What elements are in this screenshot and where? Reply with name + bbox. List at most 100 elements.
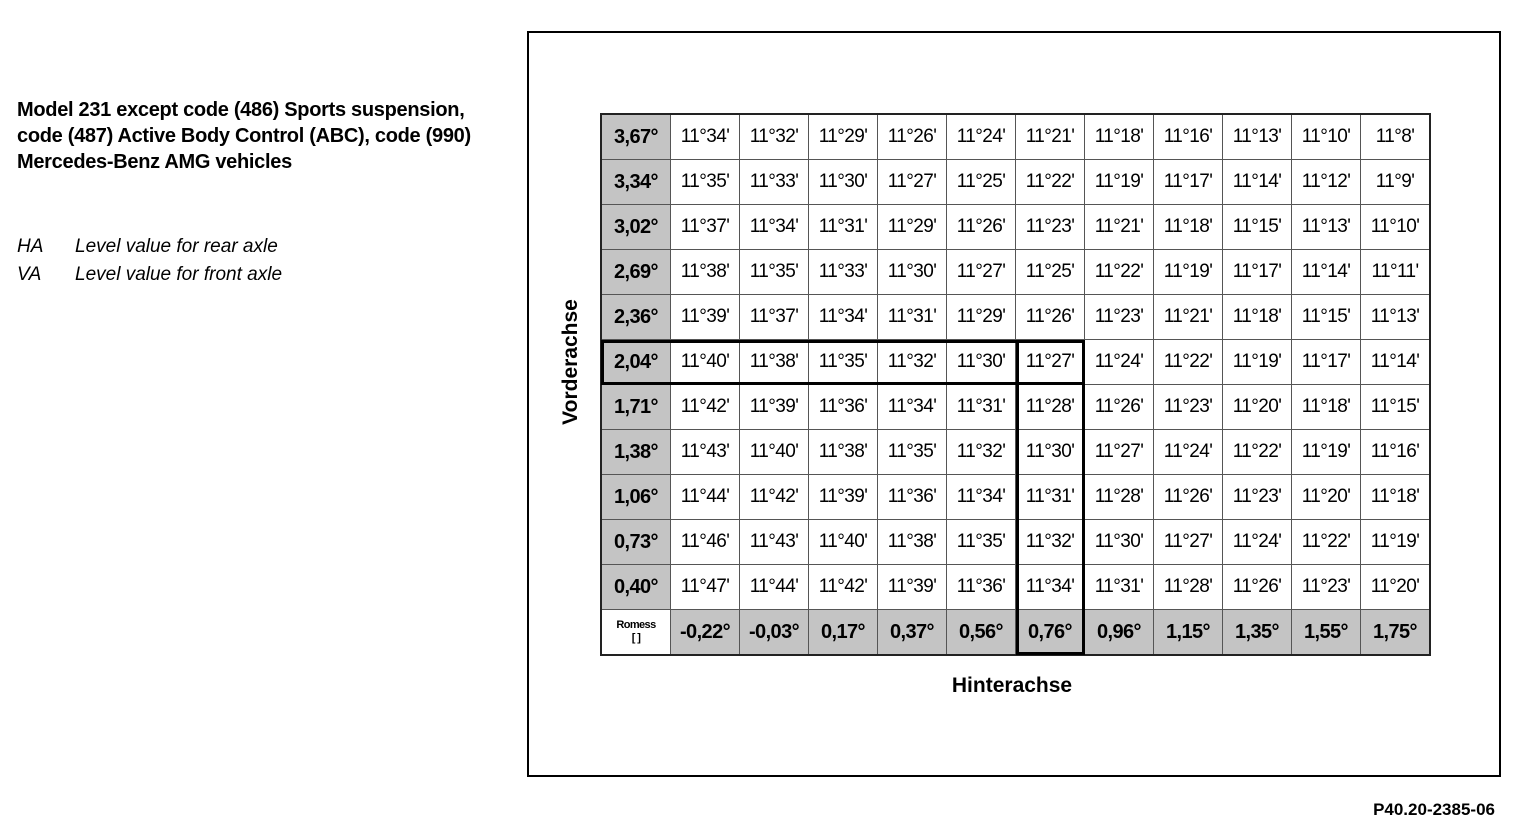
table-cell: 11°43' [739, 519, 809, 565]
table-cell: 11°27' [1015, 339, 1085, 385]
table-cell: 11°23' [1222, 474, 1292, 520]
table-cell: 11°42' [739, 474, 809, 520]
legend-text: Level value for front axle [75, 264, 283, 285]
table-cell: 11°35' [808, 339, 878, 385]
table-cell: 11°30' [808, 159, 878, 205]
table-cell: 11°17' [1222, 249, 1292, 295]
x-axis-label: Hinterachse [951, 674, 1073, 697]
table-row: 0,40°11°47'11°44'11°42'11°39'11°36'11°34… [600, 564, 1431, 610]
table-cell: 11°15' [1360, 384, 1431, 430]
table-cell: 11°14' [1222, 159, 1292, 205]
table-cell: 11°21' [1015, 113, 1085, 160]
table-cell: 11°43' [670, 429, 740, 475]
table-cell: 11°20' [1360, 564, 1431, 610]
table-cell: 11°40' [739, 429, 809, 475]
table-cell: 11°26' [1015, 294, 1085, 340]
corner-label-line: Romess [616, 619, 656, 631]
table-row: 0,73°11°46'11°43'11°40'11°38'11°35'11°32… [600, 519, 1431, 565]
table-cell: 11°26' [877, 113, 947, 160]
row-header: 2,69° [600, 249, 671, 295]
table-cell: 11°34' [877, 384, 947, 430]
table-cell: 11°13' [1360, 294, 1431, 340]
table-row: 1,06°11°44'11°42'11°39'11°36'11°34'11°31… [600, 474, 1431, 520]
table-cell: 11°17' [1291, 339, 1361, 385]
row-header: 3,34° [600, 159, 671, 205]
row-header: 1,38° [600, 429, 671, 475]
table-cell: 11°37' [670, 204, 740, 250]
table-cell: 11°19' [1360, 519, 1431, 565]
table-cell: 11°29' [808, 113, 878, 160]
legend-item-ha: HA Level value for rear axle [17, 233, 282, 261]
table-cell: 11°22' [1015, 159, 1085, 205]
table-cell: 11°31' [877, 294, 947, 340]
column-header: 0,56° [946, 609, 1016, 656]
table-cell: 11°34' [739, 204, 809, 250]
table-cell: 11°44' [739, 564, 809, 610]
table-cell: 11°39' [808, 474, 878, 520]
row-header: 2,36° [600, 294, 671, 340]
table-cell: 11°18' [1222, 294, 1292, 340]
row-header: 0,40° [600, 564, 671, 610]
column-header: 0,37° [877, 609, 947, 656]
table-row: 2,36°11°39'11°37'11°34'11°31'11°29'11°26… [600, 294, 1431, 340]
row-header: 1,06° [600, 474, 671, 520]
table-cell: 11°31' [1084, 564, 1154, 610]
row-header: 0,73° [600, 519, 671, 565]
table-cell: 11°22' [1222, 429, 1292, 475]
legend: HA Level value for rear axle VA Level va… [17, 233, 282, 289]
legend-abbr: HA [17, 236, 44, 257]
table-cell: 11°13' [1291, 204, 1361, 250]
table-cell: 11°27' [1153, 519, 1223, 565]
table-cell: 11°31' [1015, 474, 1085, 520]
table-cell: 11°35' [946, 519, 1016, 565]
table-cell: 11°32' [946, 429, 1016, 475]
table-cell: 11°35' [670, 159, 740, 205]
column-header: 0,96° [1084, 609, 1154, 656]
table-cell: 11°16' [1360, 429, 1431, 475]
table-cell: 11°28' [1084, 474, 1154, 520]
table-cell: 11°10' [1291, 113, 1361, 160]
row-header: 2,04° [600, 339, 671, 385]
legend-text: Level value for rear axle [75, 236, 278, 257]
table-cell: 11°31' [808, 204, 878, 250]
table-cell: 11°28' [1153, 564, 1223, 610]
table-cell: 11°14' [1291, 249, 1361, 295]
table-cell: 11°18' [1360, 474, 1431, 520]
table-cell: 11°26' [946, 204, 1016, 250]
table-cell: 11°19' [1153, 249, 1223, 295]
table-cell: 11°34' [946, 474, 1016, 520]
table-cell: 11°28' [1015, 384, 1085, 430]
table-cell: 11°12' [1291, 159, 1361, 205]
table-cell: 11°18' [1291, 384, 1361, 430]
table-cell: 11°17' [1153, 159, 1223, 205]
table-cell: 11°21' [1084, 204, 1154, 250]
table-cell: 11°15' [1222, 204, 1292, 250]
table-cell: 11°25' [946, 159, 1016, 205]
corner-label: Romess[ ] [600, 609, 671, 656]
table-cell: 11°40' [808, 519, 878, 565]
table-cell: 11°27' [946, 249, 1016, 295]
table-cell: 11°30' [946, 339, 1016, 385]
column-header: -0,22° [670, 609, 740, 656]
table-cell: 11°46' [670, 519, 740, 565]
column-header: -0,03° [739, 609, 809, 656]
figure-id: P40.20-2385-06 [1373, 800, 1495, 819]
table-cell: 11°32' [1015, 519, 1085, 565]
table-cell: 11°24' [1222, 519, 1292, 565]
table-cell: 11°42' [670, 384, 740, 430]
table-cell: 11°34' [808, 294, 878, 340]
table-cell: 11°36' [808, 384, 878, 430]
table-cell: 11°44' [670, 474, 740, 520]
table-cell: 11°30' [877, 249, 947, 295]
table-cell: 11°39' [739, 384, 809, 430]
table-cell: 11°39' [670, 294, 740, 340]
row-header: 3,67° [600, 113, 671, 160]
table-cell: 11°19' [1222, 339, 1292, 385]
table-cell: 11°18' [1153, 204, 1223, 250]
column-header: 1,35° [1222, 609, 1292, 656]
table-row: 1,71°11°42'11°39'11°36'11°34'11°31'11°28… [600, 384, 1431, 430]
table-cell: 11°9' [1360, 159, 1431, 205]
column-header-row: Romess[ ]-0,22°-0,03°0,17°0,37°0,56°0,76… [600, 609, 1431, 656]
table-cell: 11°31' [946, 384, 1016, 430]
table-cell: 11°22' [1153, 339, 1223, 385]
